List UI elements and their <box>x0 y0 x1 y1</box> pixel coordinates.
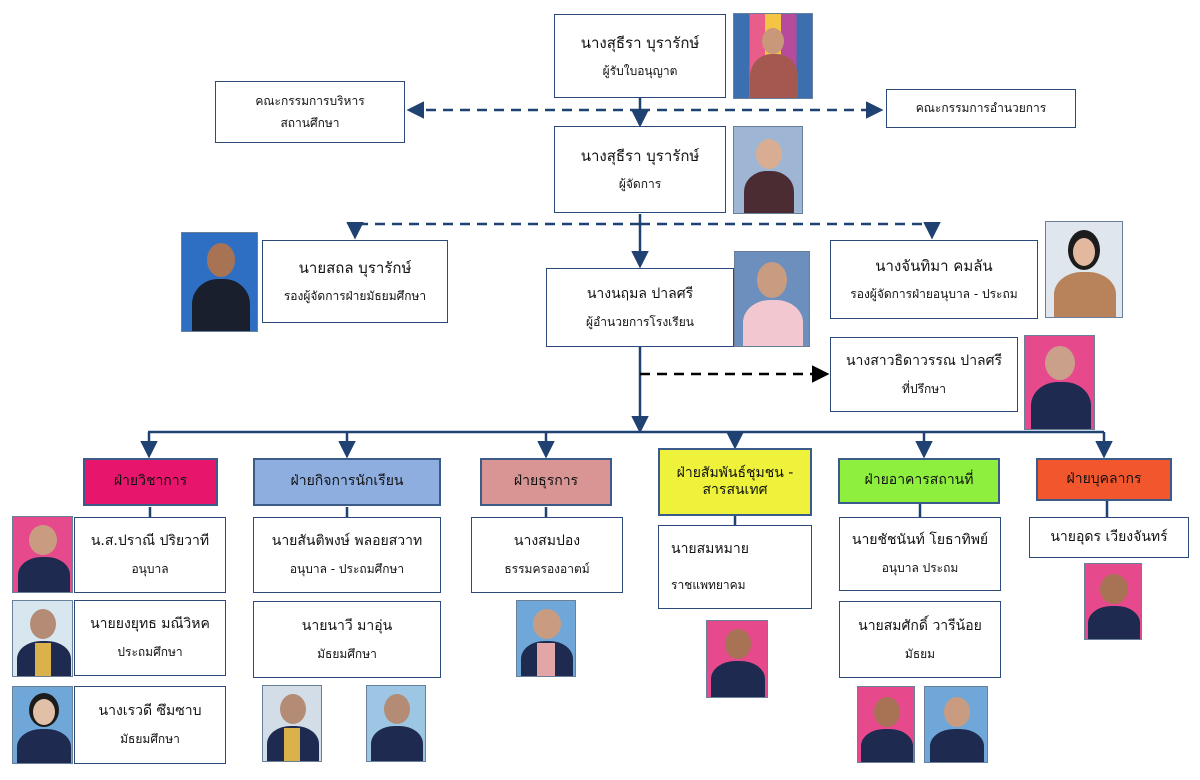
personnel-staff-1-name: นายอุดร เวียงจันทร์ <box>1050 529 1168 546</box>
manager-role: ผู้จัดการ <box>618 177 662 192</box>
manager-name: นางสุธีรา บุรารักษ์ <box>580 147 700 166</box>
building-staff-1-name: นายชัชนันท์ โยธาทิพย์ <box>851 532 989 549</box>
dept-student-affairs: ฝ่ายกิจการนักเรียน <box>253 458 441 506</box>
academic-staff-2-name: นายยงยุทธ มณีวิหค <box>90 616 210 633</box>
academic-staff-3-role: มัธยมศึกษา <box>120 732 180 747</box>
student-staff-1-name: นายสันติพงษ์ พลอยสวาท <box>271 533 423 550</box>
academic-staff-1: น.ส.ปราณี ปริยวาที อนุบาล <box>74 517 226 593</box>
advisor-box: นางสาวธิดาวรรณ ปาลศรี ที่ปรึกษา <box>830 337 1018 412</box>
director-role: ผู้อำนวยการโรงเรียน <box>586 314 694 329</box>
academic-staff-3-name: นางเรวดี ซึมซาบ <box>98 703 202 720</box>
licensee-box: นางสุธีรา บุรารักษ์ ผู้รับใบอนุญาต <box>554 14 726 98</box>
academic-staff-2-role: ประถมศึกษา <box>117 645 183 660</box>
admin-committee-box: คณะกรรมการบริหาร สถานศึกษา <box>215 81 405 143</box>
academic-staff-1-name: น.ส.ปราณี ปริยวาที <box>90 533 210 550</box>
line-deputy-kindergarten <box>640 222 941 240</box>
dept-general-admin: ฝ่ายธุรการ <box>480 458 612 506</box>
student-staff-1-photo <box>262 685 322 762</box>
academic-staff-2-photo <box>12 600 73 677</box>
director-box: นางนฤมล ปาลศรี ผู้อำนวยการโรงเรียน <box>546 268 734 347</box>
deputy-kindergarten-box: นางจันทิมา คมลัน รองผู้จัดการฝ่ายอนุบาล … <box>830 240 1038 319</box>
manager-photo <box>733 126 803 214</box>
advisor-name: นางสาวธิดาวรรณ ปาลศรี <box>845 352 1003 369</box>
dept-building-label: ฝ่ายอาคารสถานที่ <box>864 472 974 489</box>
director-photo <box>734 251 810 347</box>
community-staff-1: นายสมหมาย ราชแพทยาคม <box>658 525 812 609</box>
community-staff-1-role: ราชแพทยาคม <box>671 578 746 593</box>
deputy-secondary-photo <box>181 232 258 332</box>
admin-committee-line1: คณะกรรมการบริหาร <box>255 93 365 108</box>
building-staff-1: นายชัชนันท์ โยธาทิพย์ อนุบาล ประถม <box>839 517 1001 591</box>
community-staff-1-photo <box>706 620 768 698</box>
admin-staff-1-role: ธรรมครองอาตม์ <box>504 562 590 577</box>
dept-academic: ฝ่ายวิชาการ <box>83 458 218 506</box>
student-staff-2-role: มัธยมศึกษา <box>317 646 377 661</box>
student-staff-1: นายสันติพงษ์ พลอยสวาท อนุบาล - ประถมศึกษ… <box>253 517 441 593</box>
dept-community-relations: ฝ่ายสัมพันธ์ชุมชน - สารสนเทศ <box>658 448 812 516</box>
student-staff-2: นายนาวี มาอุ่น มัธยมศึกษา <box>253 601 441 678</box>
dept-personnel-label: ฝ่ายบุคลากร <box>1066 470 1142 487</box>
student-staff-1-role: อนุบาล - ประถมศึกษา <box>289 562 405 577</box>
academic-staff-1-role: อนุบาล <box>131 562 169 577</box>
deputy-kindergarten-name: นางจันทิมา คมลัน <box>875 257 993 276</box>
dept-general-admin-label: ฝ่ายธุรการ <box>513 473 579 490</box>
academic-staff-3: นางเรวดี ซึมซาบ มัธยมศึกษา <box>74 686 226 764</box>
dept-personnel: ฝ่ายบุคลากร <box>1036 458 1172 501</box>
director-committee-box: คณะกรรมการอำนวยการ <box>886 89 1076 128</box>
deputy-kindergarten-role: รองผู้จัดการฝ่ายอนุบาล - ประถม <box>850 287 1018 302</box>
deputy-secondary-name: นายสถล บุรารักษ์ <box>298 259 412 278</box>
building-staff-2-photo <box>924 686 988 763</box>
deputy-secondary-box: นายสถล บุรารักษ์ รองผู้จัดการฝ่ายมัธยมศึ… <box>262 240 448 323</box>
student-staff-2-photo <box>366 685 426 762</box>
building-staff-1-role: อนุบาล ประถม <box>881 561 959 576</box>
admin-staff-1: นางสมปอง ธรรมครองอาตม์ <box>471 517 623 593</box>
dept-community-relations-label1: ฝ่ายสัมพันธ์ชุมชน - <box>676 464 794 481</box>
dept-student-affairs-label: ฝ่ายกิจการนักเรียน <box>290 473 404 490</box>
admin-committee-line2: สถานศึกษา <box>280 116 340 130</box>
academic-staff-3-photo <box>12 686 73 764</box>
advisor-photo <box>1024 335 1095 430</box>
community-staff-1-name: นายสมหมาย <box>671 541 749 558</box>
advisor-role: ที่ปรึกษา <box>902 381 946 396</box>
personnel-staff-1: นายอุดร เวียงจันทร์ <box>1029 517 1189 558</box>
deputy-kindergarten-photo <box>1045 221 1123 318</box>
dept-building: ฝ่ายอาคารสถานที่ <box>838 458 1000 504</box>
academic-staff-2: นายยงยุทธ มณีวิหค ประถมศึกษา <box>74 600 226 676</box>
building-staff-2: นายสมศักดิ์ วารีน้อย มัธยม <box>839 601 1001 678</box>
manager-box: นางสุธีรา บุรารักษ์ ผู้จัดการ <box>554 126 726 213</box>
director-committee-label: คณะกรรมการอำนวยการ <box>915 101 1047 116</box>
admin-staff-1-name: นางสมปอง <box>513 533 581 550</box>
student-staff-2-name: นายนาวี มาอุ่น <box>301 617 393 634</box>
admin-staff-1-photo <box>516 600 576 677</box>
building-staff-1-photo <box>857 686 915 763</box>
licensee-name: นางสุธีรา บุรารักษ์ <box>580 33 700 52</box>
academic-staff-1-photo <box>12 516 73 593</box>
line-deputy-secondary <box>346 222 640 240</box>
personnel-staff-1-photo <box>1084 563 1142 640</box>
director-name: นางนฤมล ปาลศรี <box>586 285 694 302</box>
licensee-photo <box>733 13 813 99</box>
building-staff-2-name: นายสมศักดิ์ วารีน้อย <box>858 617 982 634</box>
licensee-role: ผู้รับใบอนุญาต <box>602 63 678 78</box>
dept-community-relations-label2: สารสนเทศ <box>702 482 768 498</box>
dept-academic-label: ฝ่ายวิชาการ <box>113 473 188 490</box>
building-staff-2-role: มัธยม <box>904 646 936 661</box>
deputy-secondary-role: รองผู้จัดการฝ่ายมัธยมศึกษา <box>283 289 427 304</box>
